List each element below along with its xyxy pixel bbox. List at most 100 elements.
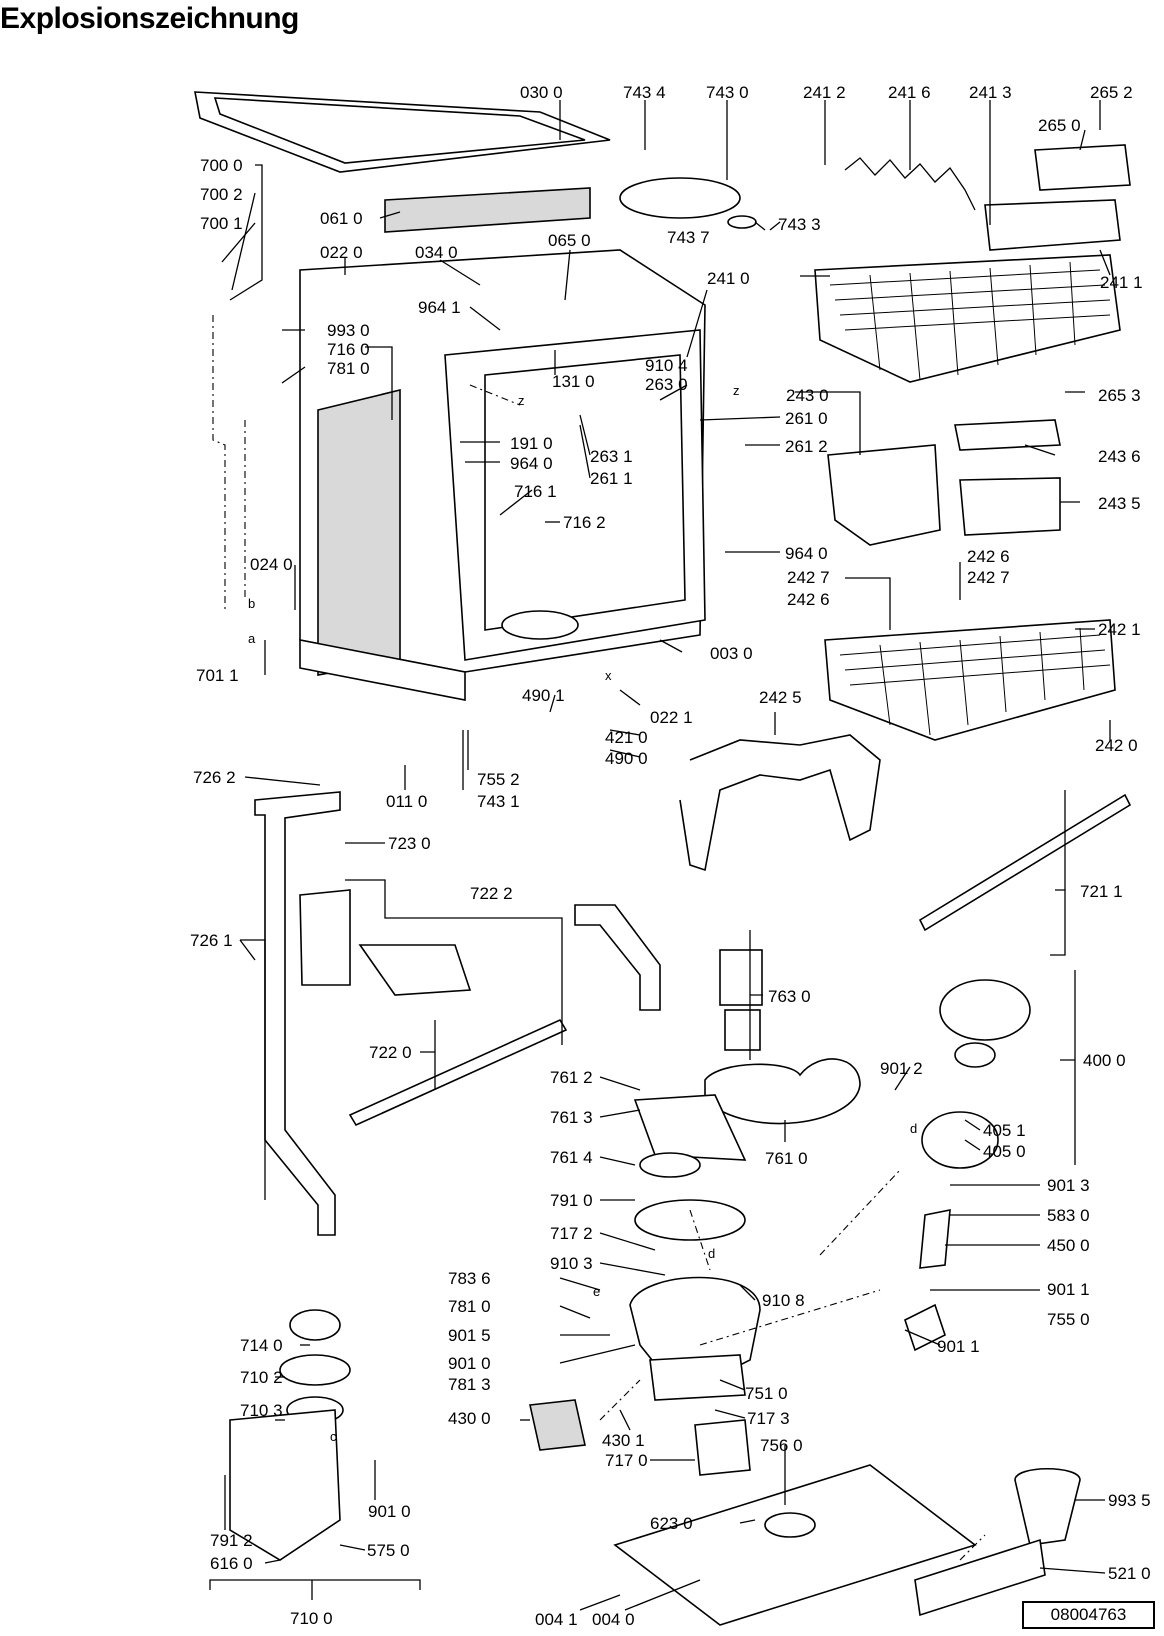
label-243-6: 243 6 [1098, 447, 1141, 466]
label-722-2: 722 2 [470, 884, 513, 903]
label-405-1: 405 1 [983, 1121, 1026, 1140]
label-004-1: 004 1 [535, 1610, 578, 1629]
label-261-1: 261 1 [590, 469, 633, 488]
label-781-3: 781 3 [448, 1375, 491, 1394]
label-490-1: 490 1 [522, 686, 565, 705]
label-901-5: 901 5 [448, 1326, 491, 1345]
leader-lines [209, 100, 1111, 1611]
label-783-6: 783 6 [448, 1269, 491, 1288]
letter-mark: b [248, 596, 255, 611]
document-number: 08004763 [1050, 1605, 1127, 1624]
label-022-0: 022 0 [320, 243, 363, 262]
label-726-1: 726 1 [190, 931, 233, 950]
label-964-1: 964 1 [418, 298, 461, 317]
label-261-0: 261 0 [785, 409, 828, 428]
letter-mark: x [605, 668, 612, 683]
label-241-6: 241 6 [888, 83, 931, 102]
label-700-1: 700 1 [200, 214, 243, 233]
label-993-5: 993 5 [1108, 1491, 1151, 1510]
label-241-1: 241 1 [1100, 273, 1143, 292]
letter-mark: d [910, 1121, 917, 1136]
letter-mark: a [248, 631, 256, 646]
label-901-0: 901 0 [448, 1354, 491, 1373]
part-artwork [194, 91, 1132, 1626]
label-901-0-b: 901 0 [368, 1502, 411, 1521]
label-405-0: 405 0 [983, 1142, 1026, 1161]
label-241-2: 241 2 [803, 83, 846, 102]
label-710-2: 710 2 [240, 1368, 283, 1387]
label-717-0: 717 0 [605, 1451, 648, 1470]
label-242-6-b: 242 6 [787, 590, 830, 609]
label-781-0: 781 0 [327, 359, 370, 378]
label-430-1: 430 1 [602, 1431, 645, 1450]
label-242-0: 242 0 [1095, 736, 1138, 755]
label-400-0: 400 0 [1083, 1051, 1126, 1070]
label-756-0: 756 0 [760, 1436, 803, 1455]
label-030-0: 030 0 [520, 83, 563, 102]
label-901-1-a: 901 1 [1047, 1280, 1090, 1299]
letter-mark: c [330, 1429, 337, 1444]
label-263-1: 263 1 [590, 447, 633, 466]
label-743-7: 743 7 [667, 228, 710, 247]
label-791-2: 791 2 [210, 1531, 253, 1550]
label-575-0: 575 0 [367, 1541, 410, 1560]
label-241-3: 241 3 [969, 83, 1012, 102]
label-430-0: 430 0 [448, 1409, 491, 1428]
label-004-0: 004 0 [592, 1610, 635, 1629]
label-964-0-b: 964 0 [785, 544, 828, 563]
label-061-0: 061 0 [320, 209, 363, 228]
label-743-1: 743 1 [477, 792, 520, 811]
label-761-0: 761 0 [765, 1149, 808, 1168]
label-910-3: 910 3 [550, 1254, 593, 1273]
page-title: Explosionszeichnung [0, 2, 299, 35]
label-761-2: 761 2 [550, 1068, 593, 1087]
label-024-0: 024 0 [250, 555, 293, 574]
label-521-0: 521 0 [1108, 1564, 1151, 1583]
label-716-1: 716 1 [514, 482, 557, 501]
part-number-labels: 030 0 743 4 743 0 241 2 241 6 241 3 265 … [190, 83, 1151, 1629]
label-743-3: 743 3 [778, 215, 821, 234]
label-910-8: 910 8 [762, 1291, 805, 1310]
label-716-0: 716 0 [327, 340, 370, 359]
label-191-0: 191 0 [510, 434, 553, 453]
letter-mark: z [518, 393, 525, 408]
label-263-0: 263 0 [645, 375, 688, 394]
label-700-2: 700 2 [200, 185, 243, 204]
label-901-2: 901 2 [880, 1059, 923, 1078]
label-761-3: 761 3 [550, 1108, 593, 1127]
letter-mark: z [733, 383, 740, 398]
label-901-3: 901 3 [1047, 1176, 1090, 1195]
label-700-0: 700 0 [200, 156, 243, 175]
label-743-4: 743 4 [623, 83, 666, 102]
label-065-0: 065 0 [548, 231, 591, 250]
label-011-0: 011 0 [386, 792, 427, 811]
label-701-1: 701 1 [196, 666, 239, 685]
label-243-0: 243 0 [786, 386, 829, 405]
label-993-0: 993 0 [327, 321, 370, 340]
label-710-0: 710 0 [290, 1609, 333, 1628]
label-717-2: 717 2 [550, 1224, 593, 1243]
label-265-3: 265 3 [1098, 386, 1141, 405]
label-583-0: 583 0 [1047, 1206, 1090, 1225]
label-751-0: 751 0 [745, 1384, 788, 1403]
label-721-1: 721 1 [1080, 882, 1123, 901]
label-242-7-b: 242 7 [967, 568, 1010, 587]
label-003-0: 003 0 [710, 644, 753, 663]
letter-mark: d [708, 1246, 715, 1261]
label-265-2: 265 2 [1090, 83, 1133, 102]
label-755-2: 755 2 [477, 770, 520, 789]
label-616-0: 616 0 [210, 1554, 253, 1573]
label-755-0: 755 0 [1047, 1310, 1090, 1329]
label-242-7-a: 242 7 [787, 568, 830, 587]
label-723-0: 723 0 [388, 834, 431, 853]
label-763-0: 763 0 [768, 987, 811, 1006]
label-490-0: 490 0 [605, 749, 648, 768]
label-242-6-a: 242 6 [967, 547, 1010, 566]
label-241-0: 241 0 [707, 269, 750, 288]
label-743-0: 743 0 [706, 83, 749, 102]
label-421-0: 421 0 [605, 728, 648, 747]
letter-mark: e [593, 1284, 600, 1299]
label-022-1: 022 1 [650, 708, 693, 727]
label-761-4: 761 4 [550, 1148, 593, 1167]
